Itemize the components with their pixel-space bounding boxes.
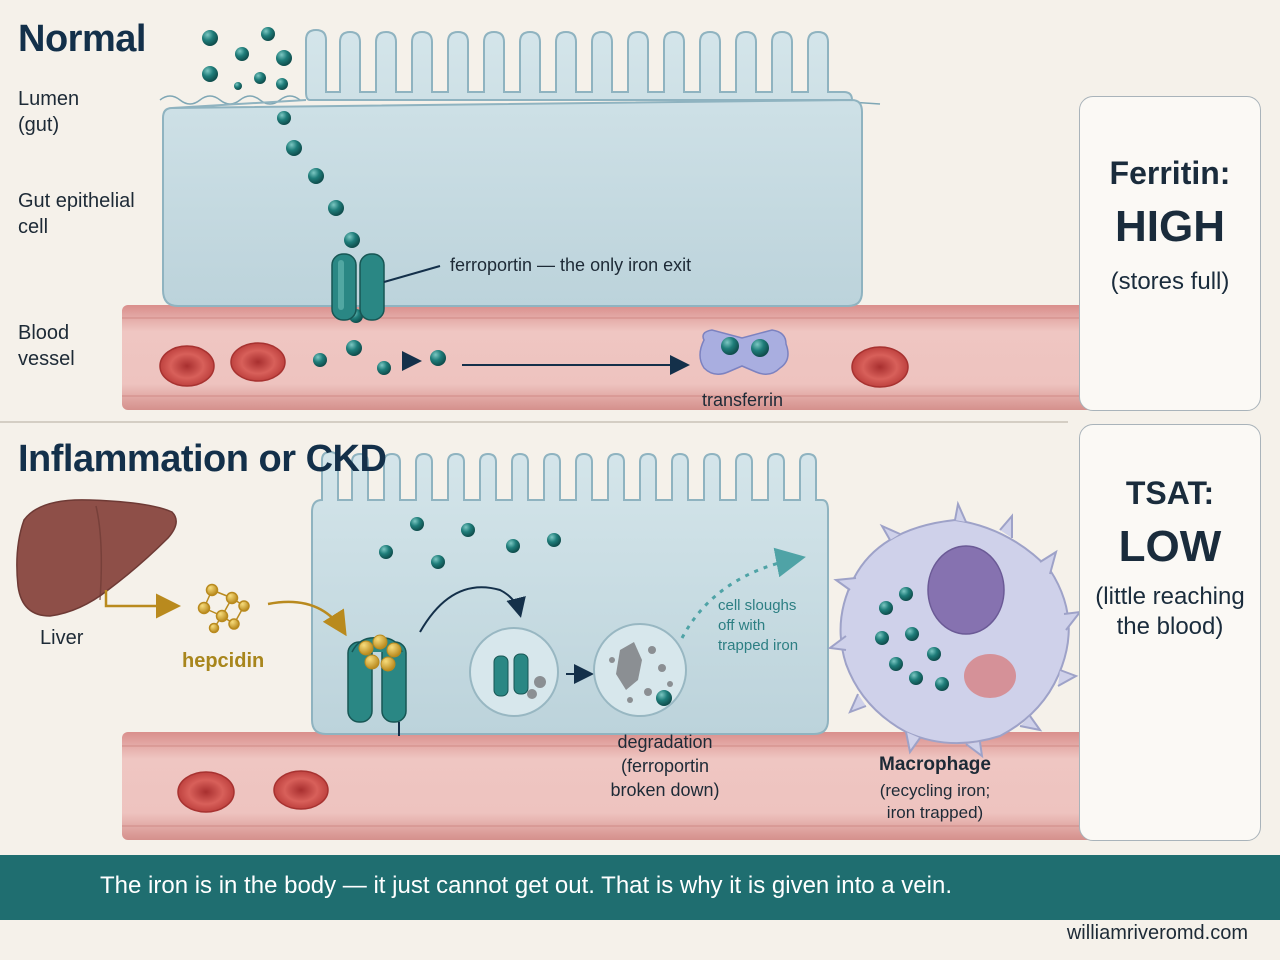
ferritin-card: Ferritin: HIGH (stores full) xyxy=(1079,96,1261,411)
iron-particles xyxy=(875,587,949,691)
ferritin-value: HIGH xyxy=(1115,202,1225,251)
transferrin-molecule xyxy=(699,329,789,375)
summary-banner-text: The iron is in the body — it just cannot… xyxy=(100,872,952,899)
epithelial-cell-label: Gut epithelial cell xyxy=(18,190,135,238)
hepcidin-molecule xyxy=(197,583,250,634)
tsat-note-line1: (little reaching xyxy=(1095,583,1245,610)
internalization-arrow xyxy=(419,586,526,633)
section-title-normal: Normal xyxy=(18,18,146,60)
tsat-value: LOW xyxy=(1118,522,1222,571)
degradation-label: degradation (ferroportin broken down) xyxy=(610,732,720,800)
ferroportin-pointer xyxy=(383,265,441,283)
ferroportin-channel xyxy=(331,253,385,321)
hepcidin-arrow xyxy=(267,600,347,637)
iron-particles xyxy=(379,517,561,569)
lumen-surface xyxy=(159,95,301,105)
degradation-vesicle xyxy=(593,623,687,717)
epithelial-cell xyxy=(162,28,863,307)
tsat-key: TSAT: xyxy=(1125,475,1215,511)
iron-particles xyxy=(202,27,446,375)
liver xyxy=(16,499,177,617)
liver-arrow xyxy=(104,590,181,619)
red-blood-cell xyxy=(177,770,329,813)
website-credit: williamriveromd.com xyxy=(1066,922,1248,944)
ferroportin-label: ferroportin — the only iron exit xyxy=(450,255,692,275)
macrophage xyxy=(827,500,1083,759)
ferritin-key: Ferritin: xyxy=(1109,155,1231,191)
liver-label: Liver xyxy=(40,627,84,649)
macrophage-label: Macrophage (recycling iron; iron trapped… xyxy=(879,754,991,822)
hepcidin-label: hepcidin xyxy=(182,650,265,672)
blood-vessel xyxy=(122,732,1120,840)
endosome-vesicle xyxy=(469,627,559,717)
blood-vessel-label: Blood vessel xyxy=(18,322,75,370)
transferrin-label: transferrin xyxy=(702,390,784,410)
summary-banner: The iron is in the body — it just cannot… xyxy=(0,855,1280,920)
ferroportin-blocked xyxy=(347,634,407,723)
slough-label: cell sloughs off with trapped iron xyxy=(718,597,799,654)
section-title-inflammation: Inflammation or CKD xyxy=(18,438,387,480)
lumen-label: Lumen (gut) xyxy=(18,88,80,136)
tsat-note-line2: the blood) xyxy=(1116,613,1224,640)
tsat-card: TSAT: LOW (little reaching the blood) xyxy=(1079,424,1261,841)
slough-arrow xyxy=(680,547,806,639)
red-blood-cell xyxy=(159,342,909,388)
epithelial-cell xyxy=(311,450,829,735)
ferritin-note: (stores full) xyxy=(1110,268,1230,295)
